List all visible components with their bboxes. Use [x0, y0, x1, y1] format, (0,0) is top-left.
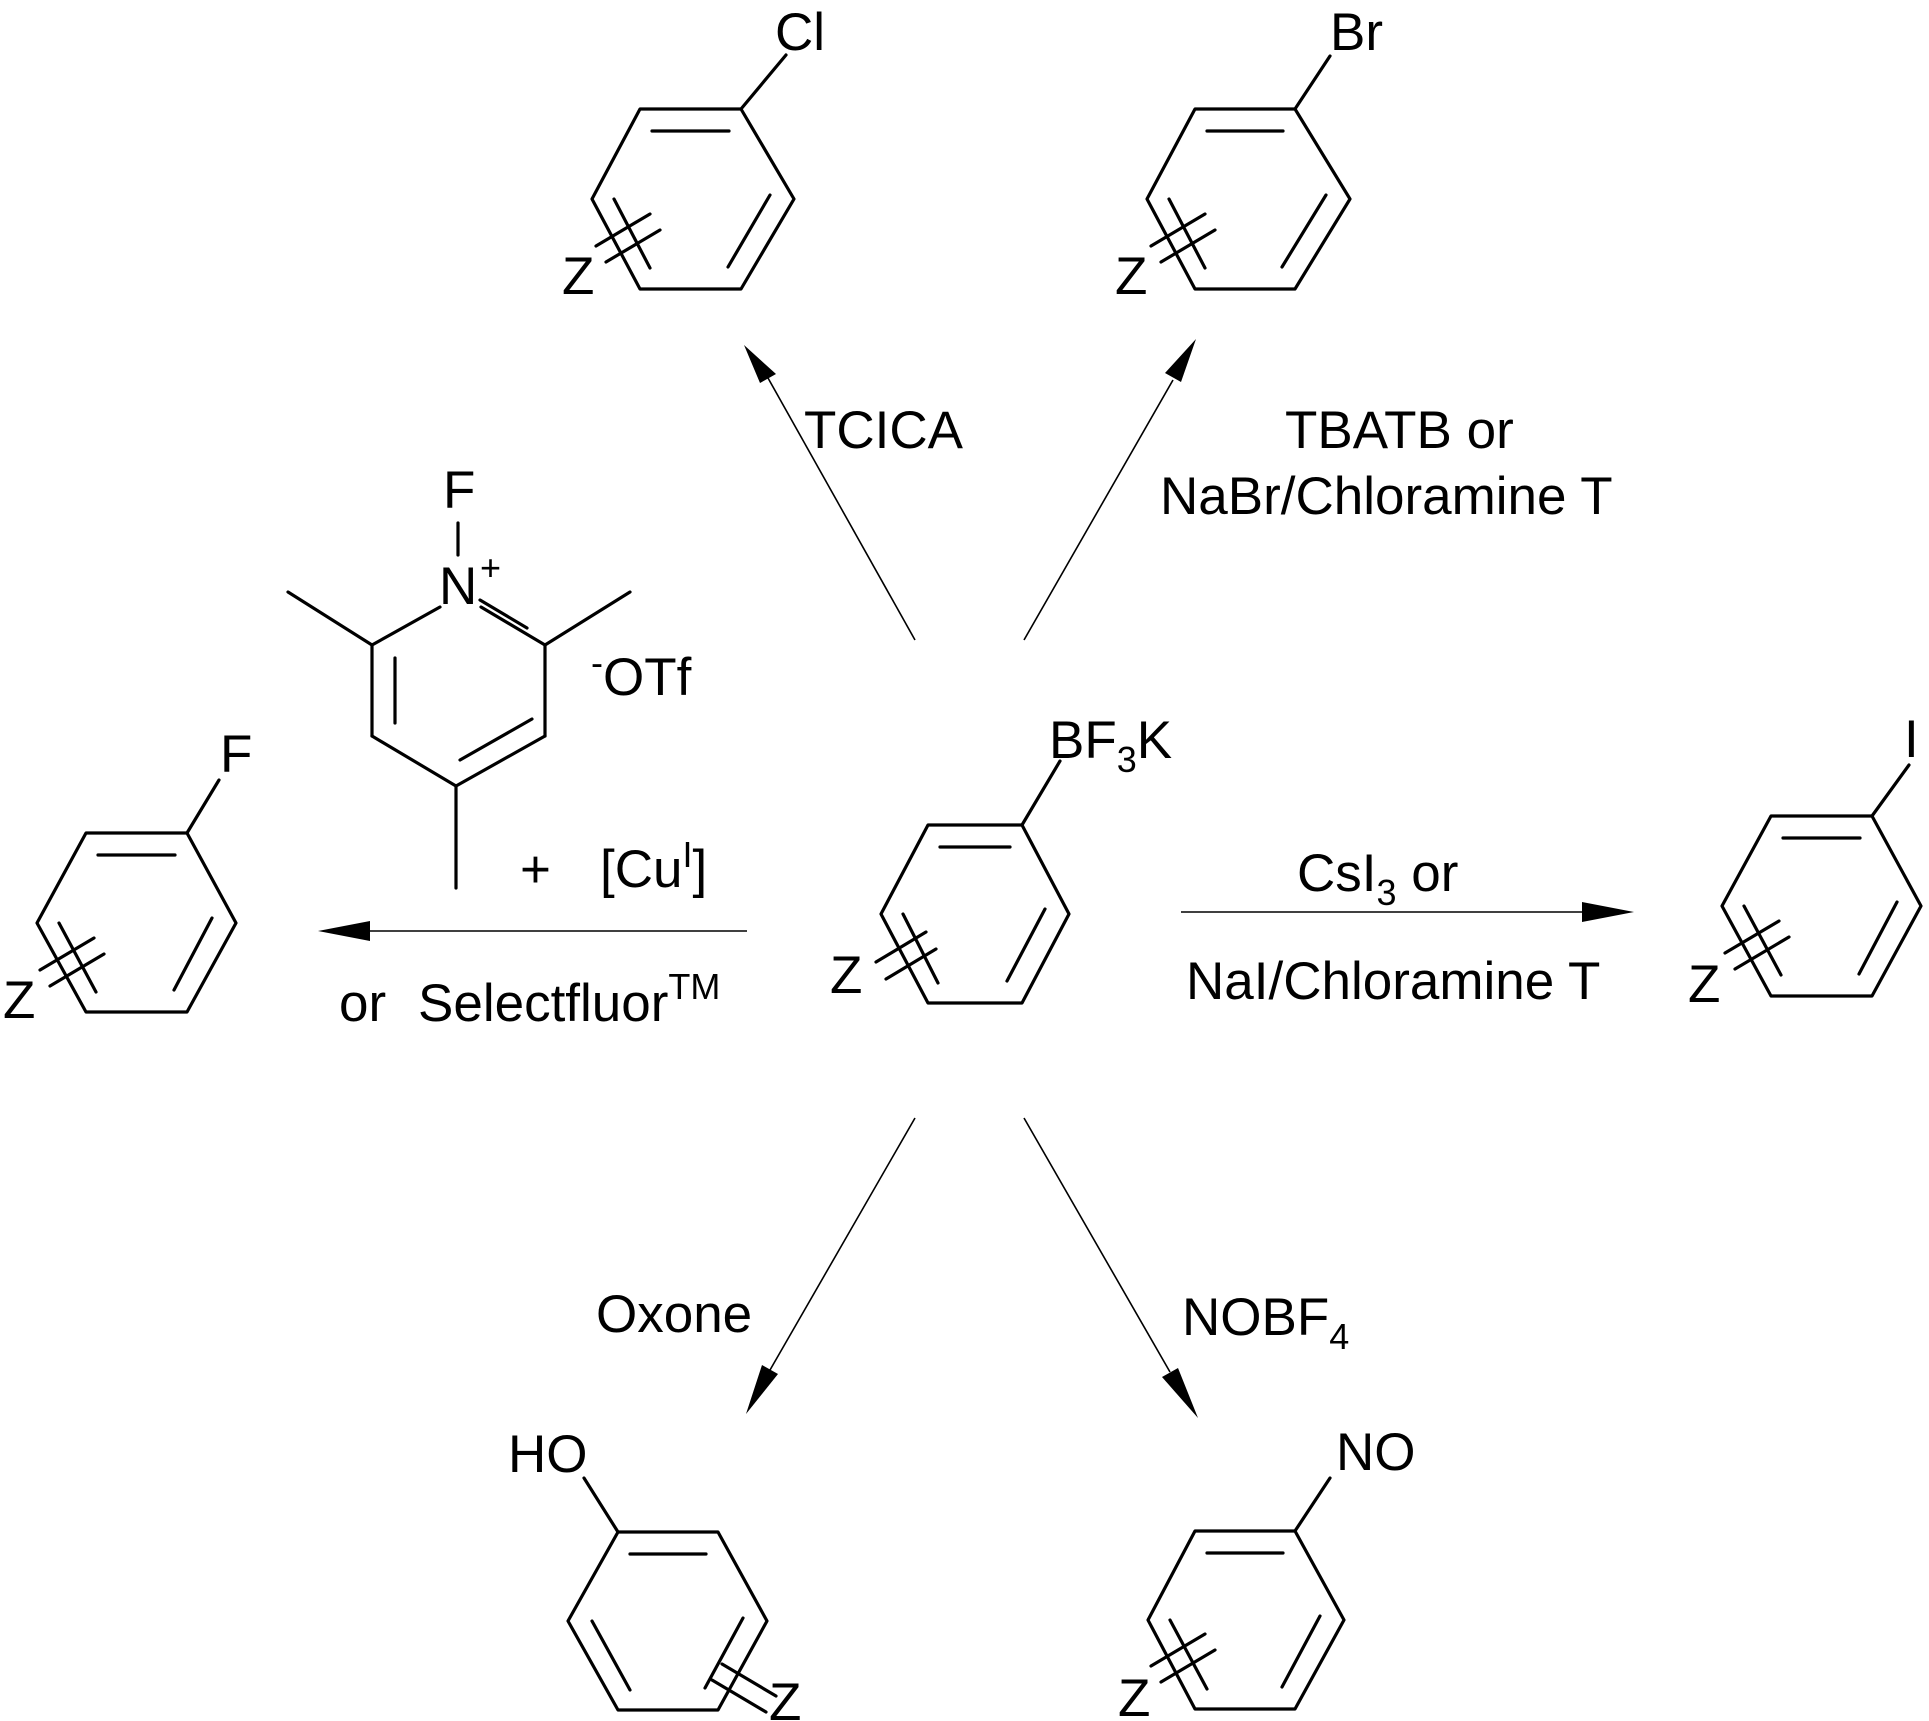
fluoro-z-hash — [48, 952, 106, 988]
fluoro-substituent-bond — [185, 778, 221, 835]
iodo-product: I Z — [1688, 710, 1923, 1014]
nitroso-atom-label: NO — [1336, 1423, 1416, 1482]
arrow-to-nitroso — [1023, 1117, 1171, 1373]
arrowhead-to-hydroxy — [746, 1365, 778, 1414]
iodo-ring-double-bond — [1857, 900, 1899, 976]
fluoro-z-hash — [38, 936, 96, 972]
central-aryltrifluoroborate: BF3K Z — [830, 711, 1172, 1005]
iodo-z-hash — [1723, 919, 1781, 955]
pyridinium-n-label: N — [439, 557, 477, 616]
pyridinium-bond — [454, 734, 547, 788]
pyridinium-bond — [479, 605, 547, 647]
reagent-or: or — [339, 974, 386, 1033]
fluoro-atom-label: F — [220, 725, 252, 784]
iodo-z-label: Z — [1688, 955, 1720, 1014]
reagent-tcica: TCICA — [804, 401, 964, 460]
bromo-z-label: Z — [1115, 247, 1147, 306]
hydroxy-ring-double-bond — [703, 1616, 745, 1690]
chloro-product: Cl Z — [562, 3, 825, 306]
bromo-product: Br Z — [1115, 3, 1383, 306]
central-z-label: Z — [830, 946, 862, 1005]
bromo-z-hash — [1149, 212, 1207, 248]
fluoro-ring-double-bond — [57, 921, 98, 994]
fluoro-ring — [35, 831, 238, 1014]
fluoro-ring-double-bond — [172, 916, 214, 992]
arrowhead-to-nitroso — [1162, 1368, 1198, 1418]
fluoropyridinium-reagent: F N + -OTf — [286, 461, 692, 890]
reagent-plus: + — [520, 840, 551, 899]
central-z-hash — [874, 930, 928, 964]
hydroxy-atom-label: HO — [508, 1425, 588, 1484]
nitroso-ring-double-bond — [1168, 1618, 1209, 1691]
pyridinium-f-label: F — [443, 461, 475, 520]
bromo-atom-label: Br — [1330, 3, 1383, 62]
arrowhead-to-fluoro — [318, 921, 370, 941]
arrow-to-chloro — [767, 377, 916, 641]
bromo-substituent-bond — [1293, 54, 1332, 111]
reagent-tbatb: TBATB or — [1285, 401, 1514, 460]
methyl-bond — [543, 590, 632, 647]
hydroxy-ring-double-bond — [590, 1619, 632, 1692]
nitroso-z-label: Z — [1118, 1669, 1150, 1721]
nitroso-ring-double-bond — [1280, 1614, 1322, 1689]
bromo-ring-double-bond — [1167, 197, 1207, 270]
nitroso-ring — [1146, 1529, 1346, 1711]
reaction-arrows — [318, 339, 1634, 1418]
reagent-nabr-chloramine: NaBr/Chloramine T — [1160, 467, 1613, 526]
hydroxy-z-hash — [710, 1678, 768, 1714]
pyridinium-bond — [370, 605, 442, 647]
reagent-nai-chloramine: NaI/Chloramine T — [1186, 952, 1600, 1011]
chloro-atom-label: Cl — [775, 3, 825, 62]
hydroxy-ring — [566, 1530, 769, 1712]
arrowhead-to-iodo — [1582, 902, 1634, 922]
reagent-labels: TCICA TBATB or NaBr/Chloramine T CsI3 or… — [339, 401, 1613, 1357]
methyl-bond — [286, 590, 374, 647]
iodo-ring-double-bond — [1742, 904, 1783, 977]
reagent-csi3: CsI3 or — [1297, 844, 1458, 913]
bromo-ring-double-bond — [1280, 193, 1328, 269]
hydroxy-z-label: Z — [769, 1673, 801, 1721]
chloro-ring-double-bond — [726, 193, 772, 269]
hydroxy-substituent-bond — [582, 1476, 620, 1534]
reagent-cu-catalyst: [CuI] — [600, 834, 707, 899]
fluoro-z-label: Z — [3, 971, 35, 1030]
reagent-oxone: Oxone — [596, 1285, 752, 1344]
iodo-ring — [1720, 814, 1923, 998]
nitroso-z-hash — [1149, 1632, 1207, 1668]
nitroso-substituent-bond — [1293, 1476, 1332, 1533]
pyridinium-bond — [370, 734, 458, 788]
arrow-to-bromo — [1023, 379, 1174, 641]
chloro-z-hash — [604, 228, 662, 264]
chloro-z-hash — [594, 212, 652, 248]
chloro-ring — [590, 107, 796, 291]
triflate-counterion-label: -OTf — [591, 642, 692, 707]
reagent-selectfluor: SelectfluorTM — [418, 966, 720, 1033]
central-z-hash — [884, 947, 938, 981]
pyridinium-double-bond — [458, 717, 534, 762]
nitroso-z-hash — [1159, 1648, 1217, 1684]
arrowhead-to-bromo — [1165, 339, 1196, 382]
bromo-ring — [1145, 107, 1352, 291]
pyridinium-double-bond — [478, 598, 529, 630]
chloro-ring-double-bond — [612, 197, 652, 270]
nitroso-product: NO Z — [1118, 1423, 1416, 1721]
central-bf3k-label: BF3K — [1049, 711, 1172, 780]
chloro-z-label: Z — [562, 247, 594, 306]
iodo-atom-label: I — [1904, 710, 1919, 769]
hydroxy-product: HO Z — [508, 1425, 801, 1721]
arrow-to-hydroxy — [769, 1117, 916, 1371]
bromo-z-hash — [1159, 228, 1217, 264]
fluoro-product: F Z — [3, 725, 252, 1030]
pyridinium-n-charge: + — [480, 547, 501, 588]
central-ring-double-bond — [901, 912, 940, 985]
iodo-substituent-bond — [1870, 763, 1911, 818]
central-boron-bond — [1020, 759, 1062, 827]
chloro-substituent-bond — [739, 53, 788, 111]
central-ring-double-bond — [1005, 907, 1047, 983]
reagent-nobf4: NOBF4 — [1182, 1288, 1349, 1357]
iodo-z-hash — [1733, 935, 1791, 971]
arrowhead-to-chloro — [744, 345, 776, 383]
hydroxy-z-hash — [720, 1662, 778, 1698]
